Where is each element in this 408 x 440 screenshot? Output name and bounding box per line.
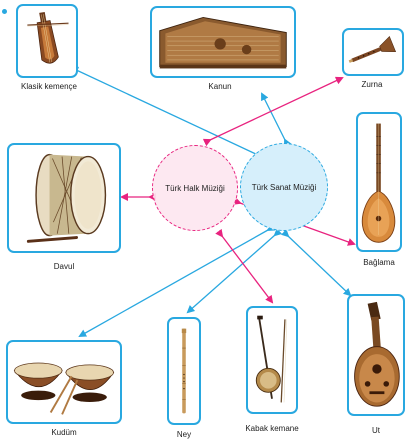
baglama-card: [356, 112, 402, 252]
klasik-kemence-card: [16, 4, 78, 78]
kabak-kemane-label: Kabak kemane: [240, 424, 304, 434]
arrow-sanat-ney: [188, 235, 275, 312]
baglama-label: Bağlama: [356, 258, 402, 268]
kudum-card: [6, 340, 122, 424]
arrow-sanat-kanun: [262, 94, 285, 140]
davul-label: Davul: [44, 262, 84, 272]
kabak-kemane-image: [248, 308, 296, 412]
classical-music-circle: Türk Sanat Müziği: [240, 143, 328, 231]
ney-label: Ney: [166, 430, 202, 440]
bullet-dot: [2, 9, 7, 14]
kanun-image: [152, 8, 294, 76]
klasik-kemence-image: [18, 6, 76, 76]
ney-card: [167, 317, 201, 425]
arrow-halk-kabak-kemane: [222, 236, 272, 302]
baglama-image: [358, 114, 400, 250]
arrow-sanat-ut: [288, 236, 350, 295]
zurna-card: [342, 28, 404, 76]
folk-music-circle: Türk Halk Müziği: [152, 145, 238, 231]
ney-image: [169, 319, 199, 423]
folk-music-label: Türk Halk Müziği: [165, 184, 225, 193]
kudum-image: [8, 342, 120, 422]
ut-image: [349, 296, 403, 414]
ut-label: Ut: [362, 426, 390, 436]
zurna-image: [344, 30, 402, 74]
zurna-label: Zurna: [352, 80, 392, 90]
davul-card: [7, 143, 121, 253]
kanun-card: [150, 6, 296, 78]
kabak-kemane-card: [246, 306, 298, 414]
davul-image: [9, 145, 119, 251]
ut-card: [347, 294, 405, 416]
classical-music-label: Türk Sanat Müziği: [252, 183, 316, 192]
kanun-label: Kanun: [200, 82, 240, 92]
klasik-kemence-label: Klasik kemençe: [14, 82, 84, 92]
kudum-label: Kudüm: [44, 428, 84, 438]
